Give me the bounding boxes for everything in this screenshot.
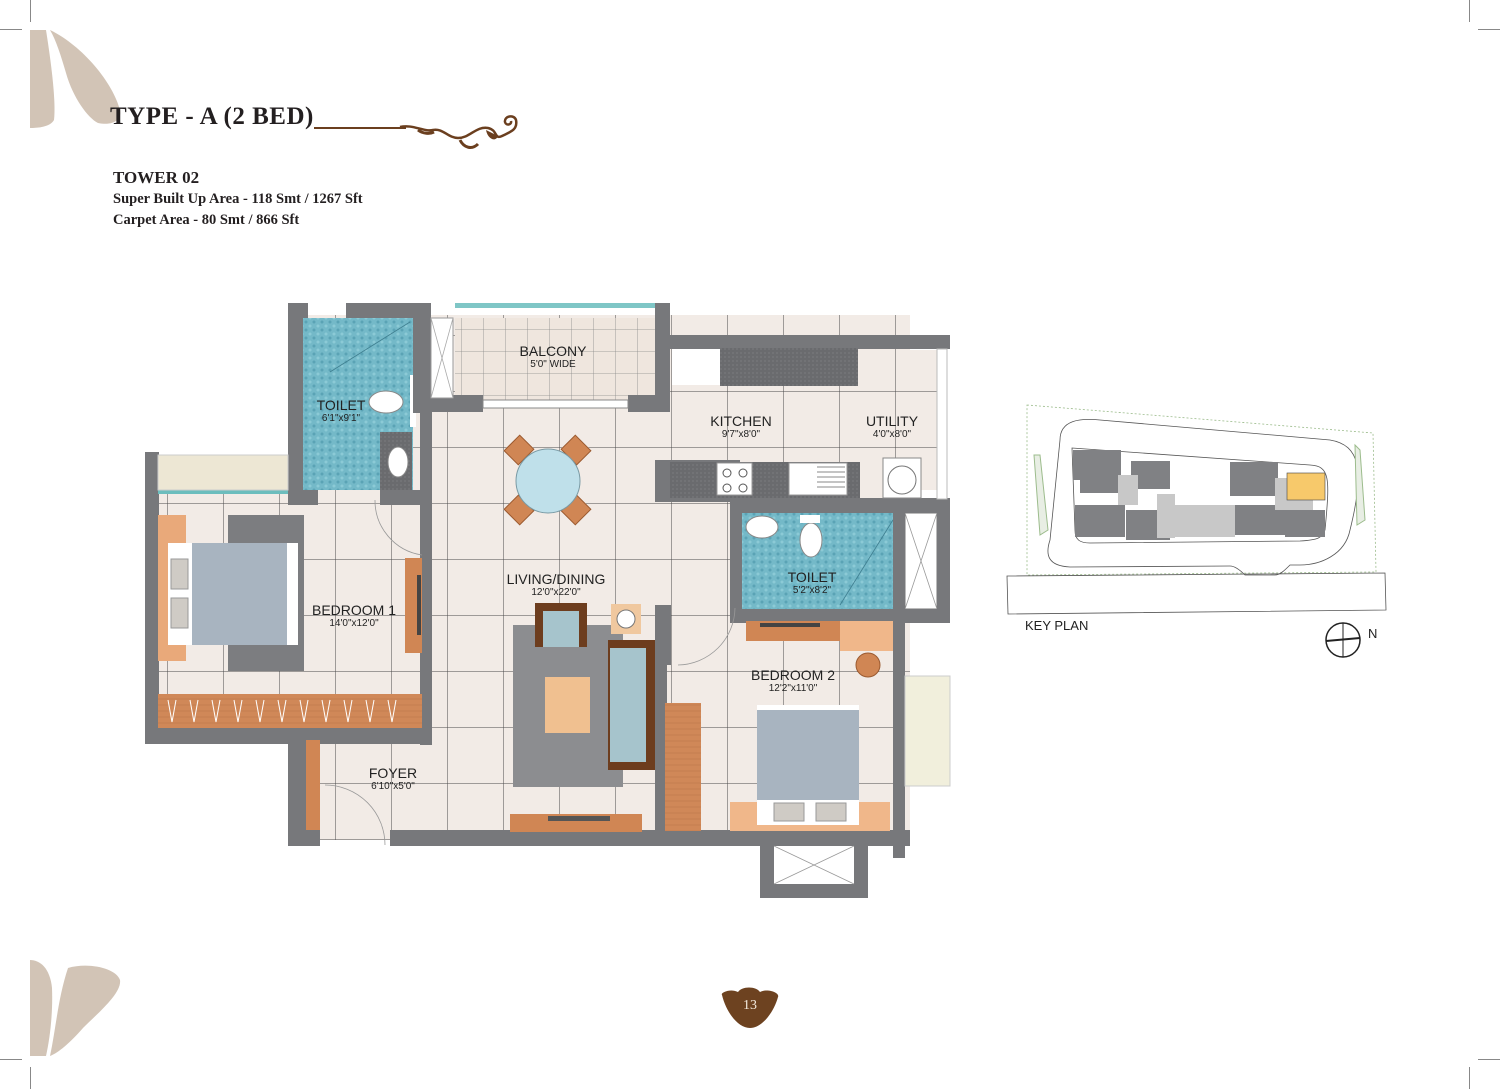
room-label-bedroom-1: BEDROOM 1 14'0"x12'0" [312,602,396,630]
crop-mark [30,1067,31,1089]
room-dimension: 9'7"x8'0" [721,429,761,440]
page-number: 13 [743,998,757,1013]
room-name: BEDROOM 2 [750,667,836,683]
room-label-bedroom-2: BEDROOM 2 12'2"x11'0" [751,667,835,695]
room-name: FOYER [368,765,418,781]
key-plan-label: KEY PLAN [1025,618,1089,633]
room-label-toilet-2: TOILET 5'2"x8'2" [788,569,837,597]
room-label-kitchen: KITCHEN 9'7"x8'0" [710,413,771,441]
room-dimension: 12'0"x22'0" [531,587,581,598]
crop-mark [0,1059,22,1060]
room-dimension: 5'2"x8'2" [792,585,832,596]
room-label-toilet-1: TOILET 6'1"x9'1" [317,397,366,425]
room-name: TOILET [316,397,366,413]
crop-mark [30,0,31,22]
leaf-ornament-bottom-icon [30,960,121,1056]
room-name: BEDROOM 1 [311,602,397,618]
room-label-balcony: BALCONY 5'0" WIDE [520,343,587,371]
room-name: TOILET [787,569,837,585]
room-name: KITCHEN [710,413,772,429]
crop-mark [1469,1067,1470,1089]
room-label-living-dining: LIVING/DINING 12'0"x22'0" [507,571,606,599]
room-name: LIVING/DINING [506,571,606,587]
room-label-utility: UTILITY 4'0"x8'0" [866,413,918,441]
page-title: TYPE - A (2 BED) [110,103,314,130]
tower-label: TOWER 02 [113,168,200,187]
carpet-area: Carpet Area - 80 Smt / 866 Sft [113,212,300,228]
room-dimension: 6'10"x5'0" [371,781,415,792]
super-built-up-area: Super Built Up Area - 118 Smt / 1267 Sft [113,191,363,207]
leaf-ornament-top-icon [30,30,121,128]
crop-mark [1469,0,1470,22]
room-dimension: 4'0"x8'0" [872,429,912,440]
room-label-foyer: FOYER 6'10"x5'0" [369,765,417,793]
room-dimension: 5'0" WIDE [530,359,576,370]
room-name: UTILITY [865,413,919,429]
flourish-ornament-icon [399,115,518,149]
crop-mark [1478,1059,1500,1060]
title-underline [314,127,406,129]
room-dimension: 14'0"x12'0" [329,618,379,629]
room-dimension: 12'2"x11'0" [768,683,818,694]
room-name: BALCONY [519,343,587,359]
north-label: N [1368,626,1378,641]
crop-mark [1478,29,1500,30]
crop-mark [0,29,22,30]
room-dimension: 6'1"x9'1" [321,413,361,424]
